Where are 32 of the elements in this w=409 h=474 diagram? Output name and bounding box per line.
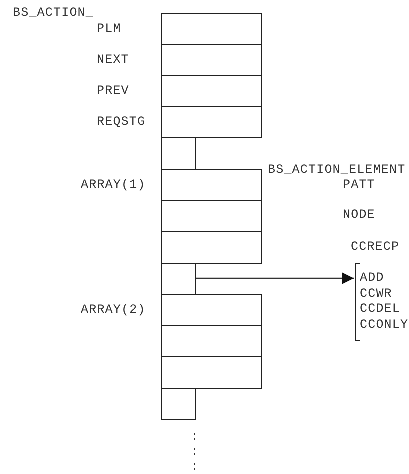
field-cell [161,325,262,357]
arrow [195,272,354,284]
field-cell [161,75,262,107]
field-label: ARRAY(2) [81,303,146,317]
structure-name: NODE [343,208,376,222]
list-item: CCWR [360,286,394,302]
structure-name: PATT [343,178,376,192]
pointer-cell [161,263,196,295]
continuation-mark: : [190,445,200,459]
field-label: ARRAY(1) [81,178,146,192]
field-label: REQSTG [97,115,146,129]
pointer-cell [161,388,196,420]
field-cell [161,294,262,326]
field-label: PLM [97,22,122,36]
structure-name: CCRECP [351,240,400,254]
field-cell [161,13,262,45]
field-cell [161,106,262,138]
pointer-cell [161,137,196,170]
field-cell [161,231,262,264]
list-item: CCONLY [360,318,409,333]
field-cell [161,200,262,232]
structure-name: BS_ACTION_ [13,6,94,20]
field-label: NEXT [97,53,130,67]
structure-name: BS_ACTION_ELEMENT [268,163,406,177]
continuation-mark: : [190,430,200,444]
list-item: ADD [360,271,386,286]
field-cell [161,356,262,389]
continuation-mark: : [190,460,200,474]
field-cell [161,169,262,201]
field-label: PREV [97,84,130,98]
field-cell [161,44,262,76]
list-item: CCDEL [360,302,402,318]
